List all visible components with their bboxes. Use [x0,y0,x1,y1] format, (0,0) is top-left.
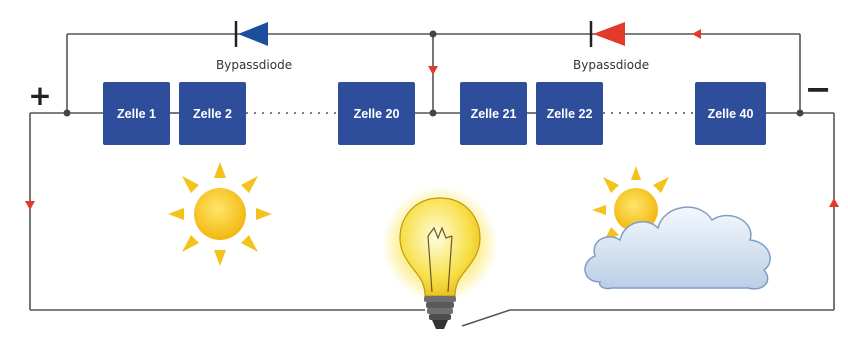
junctions [63,30,804,117]
junction-dot [796,109,804,117]
junction-dot [429,30,437,38]
cell-40-label: Zelle 40 [708,107,754,121]
cell-21-label: Zelle 21 [471,107,517,121]
cell-21: Zelle 21 [460,82,527,145]
diode-2-triangle [593,22,625,46]
cell-2: Zelle 2 [179,82,246,145]
current-arrow-icon [829,198,839,207]
sun-icon [168,162,272,266]
cell-22: Zelle 22 [536,82,603,145]
cell-20-label: Zelle 20 [354,107,400,121]
cell-1: Zelle 1 [103,82,170,145]
junction-dot [429,109,437,117]
minus-terminal: − [805,70,832,108]
solar-cells: Zelle 1 Zelle 2 Zelle 20 Zelle 21 Zelle … [103,82,766,145]
light-bulb-icon [382,186,498,329]
cell-2-label: Zelle 2 [193,107,232,121]
cell-40: Zelle 40 [695,82,766,145]
diode-1-label: Bypassdiode [216,58,292,72]
bypass-diode-1: Bypassdiode [216,21,292,72]
bypass-diode-2: Bypassdiode [573,21,649,72]
bulb-filament [427,226,453,293]
bulb-socket [424,296,456,329]
cell-22-label: Zelle 22 [547,107,593,121]
plus-terminal: + [28,79,51,112]
load-wire-to-bulb [461,309,511,327]
current-arrows [25,29,839,210]
cell-20: Zelle 20 [338,82,415,145]
current-arrow-icon [692,29,701,39]
sun-behind-cloud-icon [584,166,771,290]
cell-1-label: Zelle 1 [117,107,156,121]
diode-1-triangle [238,22,268,46]
current-arrow-icon [25,201,35,210]
wiring [29,33,835,327]
junction-dot [63,109,71,117]
current-arrow-icon [428,66,438,75]
cloud-shape [584,206,771,290]
diode-2-label: Bypassdiode [573,58,649,72]
